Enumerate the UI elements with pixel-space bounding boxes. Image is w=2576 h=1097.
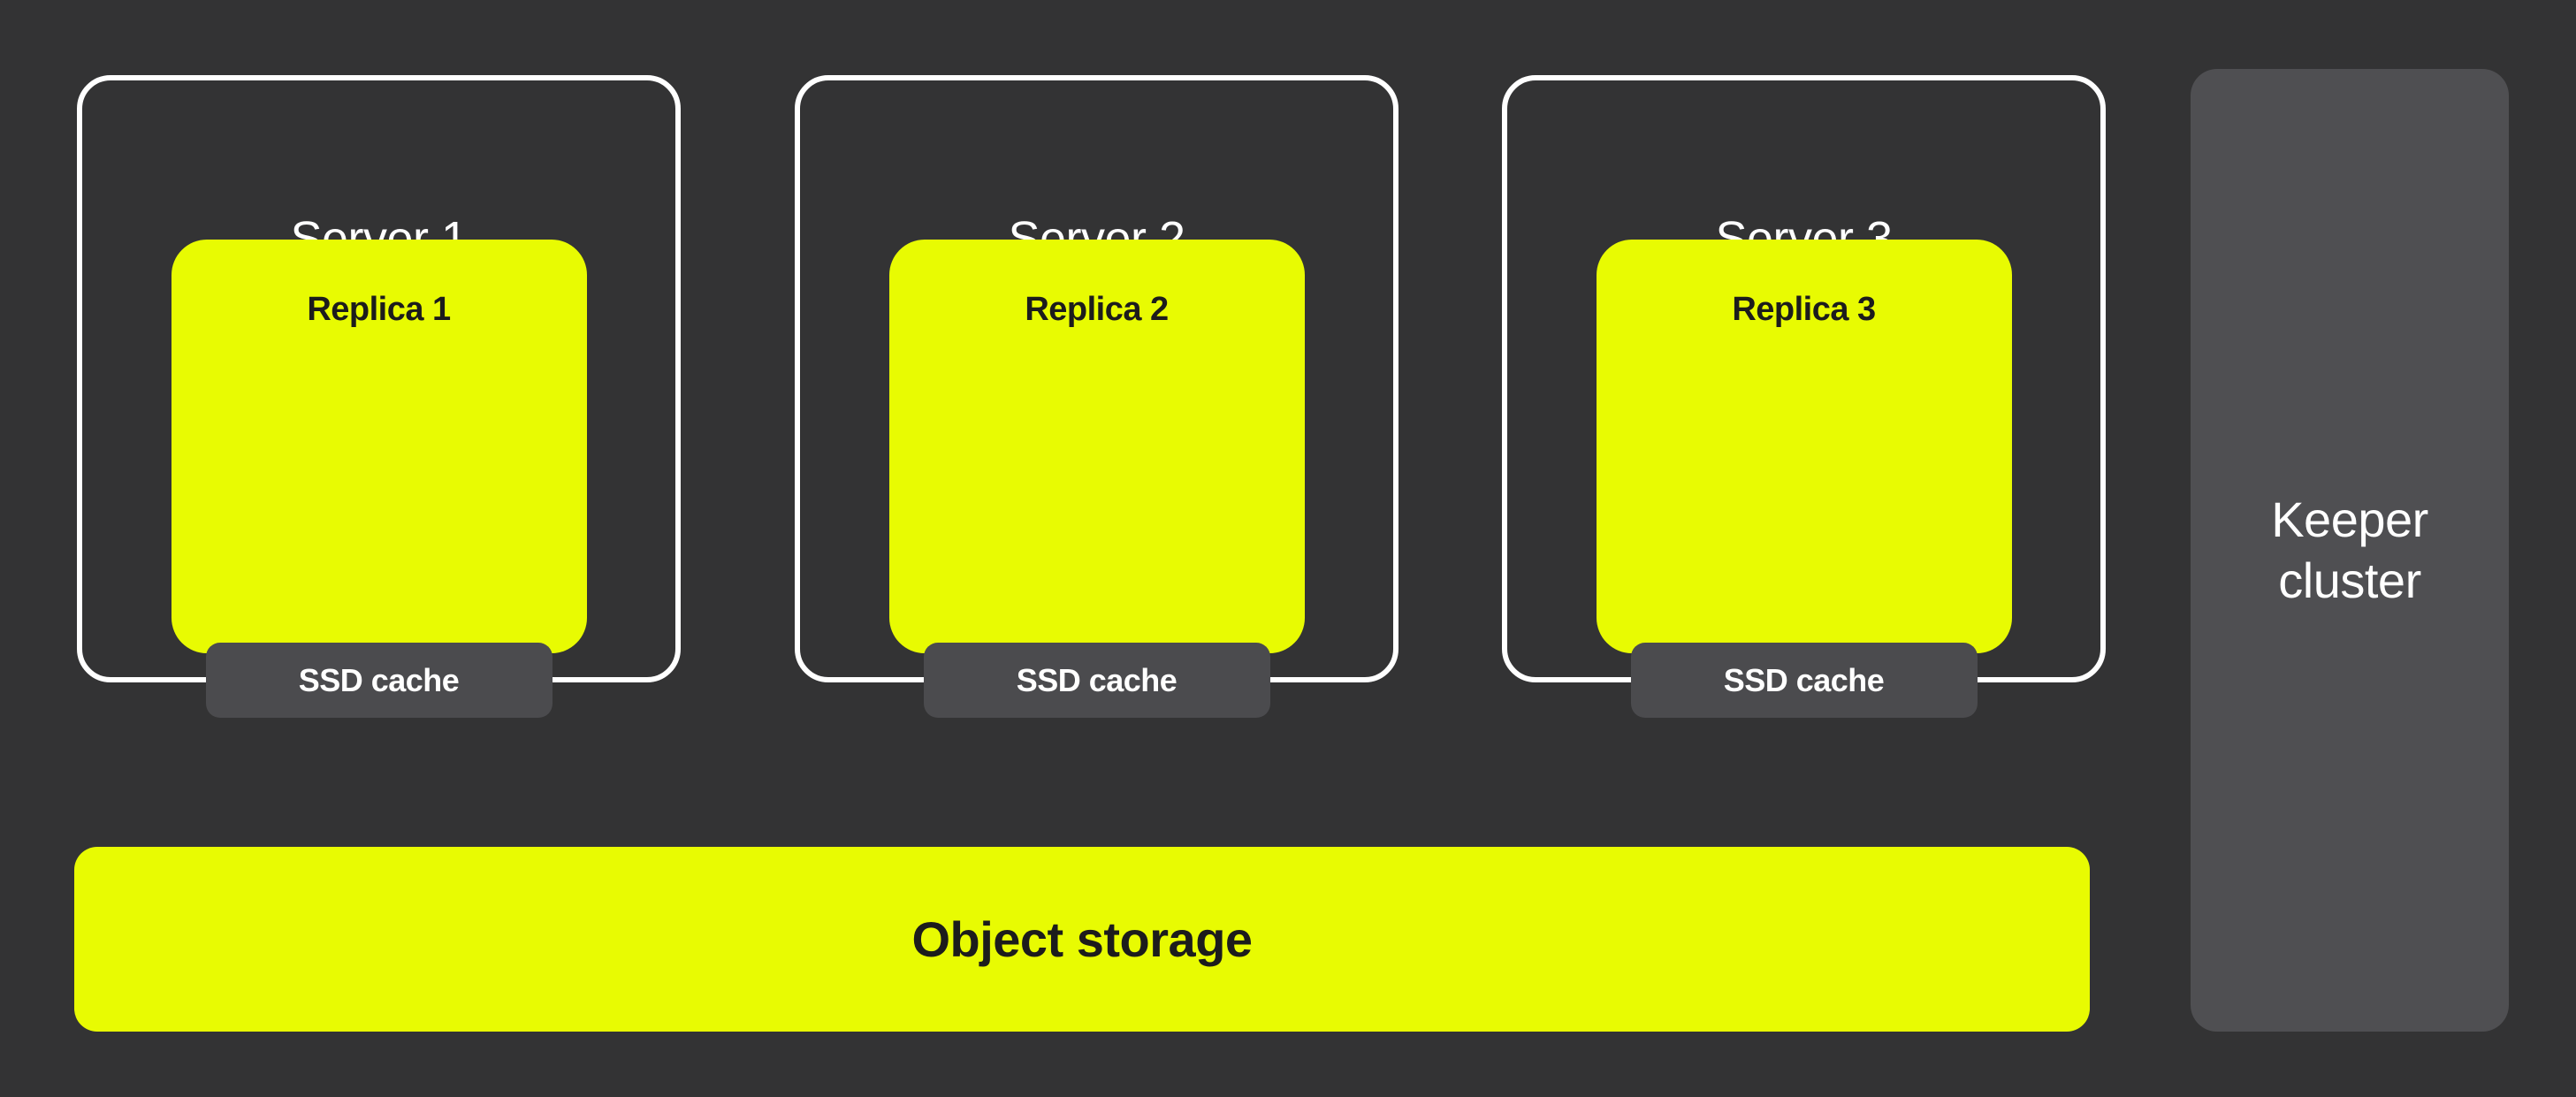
replica-2-label: Replica 2 [1025,291,1169,328]
ssd-cache-pill-1: SSD cache [205,643,553,718]
replica-1-label: Replica 1 [307,291,451,328]
server-3-box: Server 3 Replica 3 SSD cache [1502,75,2106,718]
ssd-cache-pill-2: SSD cache [923,643,1270,718]
replica-2-box: Replica 2 [888,240,1305,653]
ssd-cache-pill-3: SSD cache [1630,643,1978,718]
server-2-box: Server 2 Replica 2 SSD cache [795,75,1399,718]
ssd-cache-label-3: SSD cache [1723,661,1885,698]
ssd-cache-label-1: SSD cache [298,661,460,698]
server-1-box: Server 1 Replica 1 SSD cache [77,75,681,718]
keeper-cluster-label-line1: Keeper [2271,491,2428,548]
object-storage-box: Object storage [74,847,2090,1032]
keeper-cluster-label-line2: cluster [2278,552,2421,608]
replica-3-box: Replica 3 [1596,240,2012,653]
object-storage-label: Object storage [911,911,1253,967]
keeper-cluster-box: Keeper cluster [2191,69,2509,1032]
ssd-cache-label-2: SSD cache [1016,661,1177,698]
replica-1-box: Replica 1 [171,240,587,653]
replica-3-label: Replica 3 [1732,291,1876,328]
